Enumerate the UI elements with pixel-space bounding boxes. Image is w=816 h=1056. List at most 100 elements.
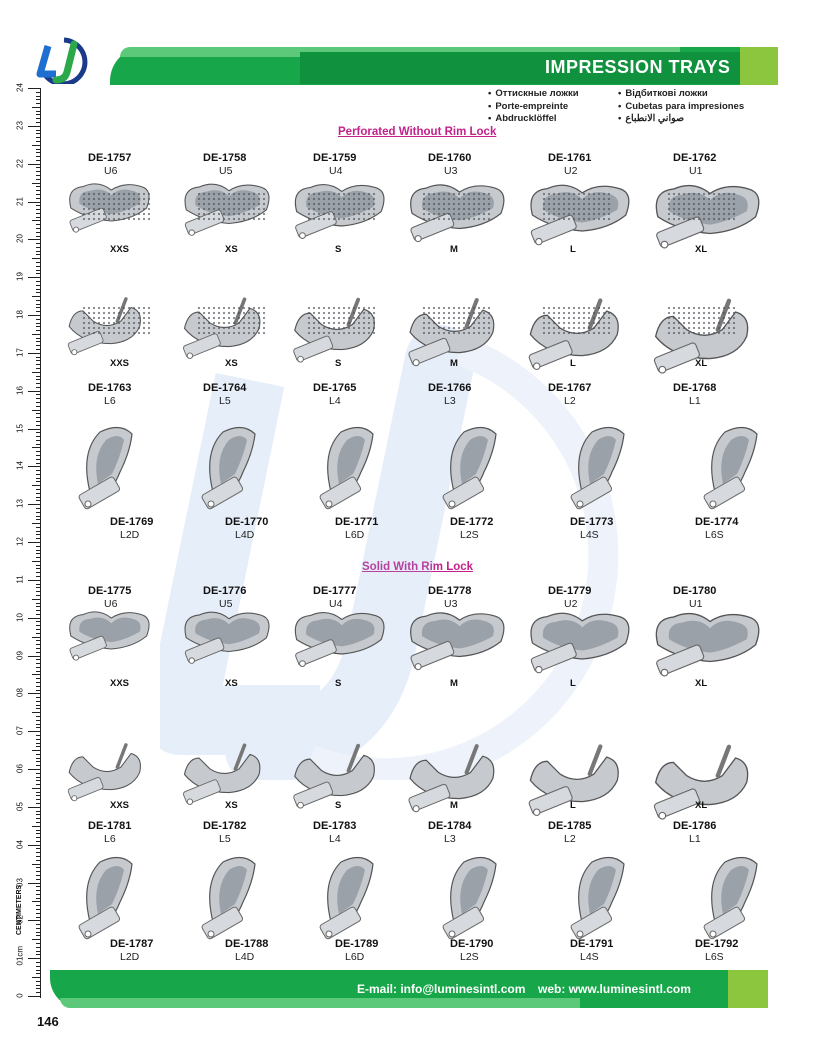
size-label: L (570, 800, 576, 811)
ruler-number: 05 (15, 801, 25, 811)
impression-tray-image (653, 298, 749, 374)
ruler-tick (36, 349, 40, 351)
ruler-tick (36, 568, 40, 570)
ruler-tick (36, 727, 40, 729)
impression-tray-image (528, 298, 619, 370)
ruler-tick (36, 651, 40, 653)
product-code: DE-1787 (110, 938, 154, 950)
ruler-number: 13 (15, 499, 25, 509)
product-code: DE-1758 (203, 152, 247, 164)
impression-tray-image (530, 612, 630, 674)
impression-tray-image (442, 426, 497, 510)
ruler-tick (36, 299, 40, 301)
impression-tray-image (442, 856, 497, 940)
ruler-tick (32, 182, 40, 184)
ruler-tick (36, 386, 40, 388)
title-bar (300, 52, 740, 84)
ruler-number: 17 (15, 347, 25, 357)
product-variant: L4 (329, 395, 341, 407)
ruler-number: 08 (15, 688, 25, 698)
product-variant: U2 (564, 598, 578, 610)
ruler-number: 14 (15, 461, 25, 471)
ruler-tick (36, 988, 40, 990)
impression-tray-image (570, 426, 625, 510)
page-title: IMPRESSION TRAYS (545, 57, 731, 77)
product-variant: U1 (689, 165, 703, 177)
product-code: DE-1766 (428, 382, 472, 394)
ruler-tick (36, 231, 40, 233)
ruler-tick (36, 852, 40, 854)
impression-tray-image (408, 744, 495, 813)
ruler-unit-label: CENTIMETERS (16, 884, 23, 935)
impression-tray-image (183, 297, 266, 359)
product-variant: L4 (329, 833, 341, 845)
ruler-tick (36, 897, 40, 899)
product-variant: L4D (235, 951, 255, 963)
ruler-number: 10 (15, 612, 25, 622)
size-label: XL (695, 358, 708, 369)
ruler-tick (36, 227, 40, 229)
ruler-tick (36, 734, 40, 736)
ruler-tick (36, 681, 40, 683)
ruler-tick (36, 458, 40, 460)
ruler-tick (36, 197, 40, 199)
product-variant: L2D (120, 529, 140, 541)
ruler-tick (32, 598, 40, 600)
ruler-tick (32, 333, 40, 335)
ruler-tick (32, 144, 40, 146)
product-code: DE-1762 (673, 152, 717, 164)
ruler-tick (36, 235, 40, 237)
ruler-tick (36, 341, 40, 343)
ruler-tick (32, 523, 40, 525)
product-variant: L6D (345, 529, 365, 541)
ruler-tick (36, 848, 40, 850)
impression-tray-image (69, 183, 151, 233)
ruler-tick (36, 420, 40, 422)
title-accent-block (740, 47, 778, 85)
ruler-number: 12 (15, 537, 25, 546)
ruler-tick (36, 890, 40, 892)
ruler-tick (36, 704, 40, 706)
size-label: XXS (110, 800, 130, 811)
product-code: DE-1761 (548, 152, 592, 164)
ruler-tick (36, 489, 40, 491)
ruler-tick (36, 621, 40, 623)
ruler-tick (36, 746, 40, 748)
ruler-tick (36, 481, 40, 483)
ruler-number: 21 (15, 196, 25, 206)
impression-tray-image (653, 744, 749, 820)
ruler-tick (36, 167, 40, 169)
impression-tray-image (703, 426, 758, 510)
ruler-tick (36, 470, 40, 472)
product-code: DE-1763 (88, 382, 132, 394)
ruler-tick (36, 148, 40, 150)
impression-tray-image (184, 183, 270, 236)
ruler-tick (36, 186, 40, 188)
size-label: S (335, 358, 342, 369)
size-label: S (335, 678, 342, 689)
ruler-tick (32, 787, 40, 789)
lang-item: Відбиткові ложки (618, 88, 744, 101)
product-code: DE-1768 (673, 382, 717, 394)
ruler-tick (28, 958, 40, 960)
ruler-tick (36, 969, 40, 971)
product-variant: U2 (564, 165, 578, 177)
size-label: L (570, 244, 576, 255)
product-code: DE-1785 (548, 820, 592, 832)
ruler-tick (36, 814, 40, 816)
ruler-tick (28, 655, 40, 657)
impression-tray-image (78, 856, 133, 940)
ruler-tick (32, 560, 40, 562)
product-code: DE-1779 (548, 585, 592, 597)
footer-website: web: www.luminesintl.com (538, 982, 691, 996)
ruler-tick (36, 250, 40, 252)
impression-tray-image (408, 298, 495, 367)
ruler-tick (28, 806, 40, 808)
ruler-tick (36, 511, 40, 513)
ruler-tick (36, 591, 40, 593)
ruler-tick (36, 893, 40, 895)
product-variant: U6 (104, 598, 118, 610)
ruler-tick (36, 886, 40, 888)
product-code: DE-1776 (203, 585, 247, 597)
